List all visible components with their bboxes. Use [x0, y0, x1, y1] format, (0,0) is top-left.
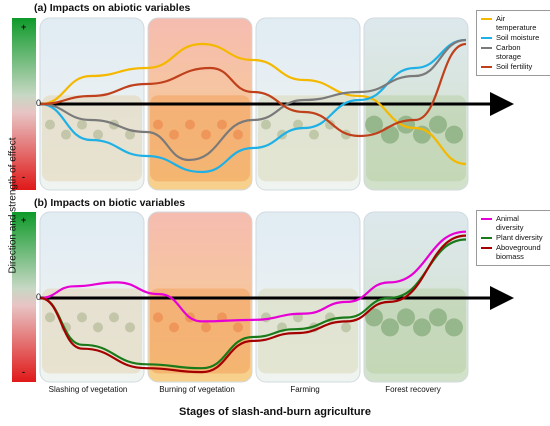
stage-plant: [233, 322, 243, 333]
legend-a-item: Soil moisture: [481, 33, 547, 42]
series-line-plant-diversity: [39, 238, 467, 370]
panel-b-minus: -: [22, 367, 25, 377]
legend-swatch: [481, 247, 492, 249]
legend-swatch: [481, 47, 492, 49]
panel-a-minus: -: [22, 172, 25, 182]
stage-plant: [169, 129, 179, 140]
stage-plant: [169, 322, 179, 333]
stage-label-slashing: Slashing of vegetation: [48, 385, 128, 394]
panel-b-plus: +: [21, 215, 27, 225]
legend-b-item: Plant diversity: [481, 233, 547, 242]
effect-gradient-bar: [12, 18, 36, 190]
stage-ground: [42, 95, 142, 182]
legend-swatch: [481, 218, 492, 220]
legend-b: Animal diversity Plant diversity Abovegr…: [476, 210, 550, 266]
stage-label-forest-recovery: Forest recovery: [385, 385, 441, 394]
legend-b-item: Animal diversity: [481, 214, 547, 232]
legend-swatch: [481, 66, 492, 68]
panel-a-zero: 0: [36, 98, 42, 108]
stage-plant: [413, 318, 431, 337]
series-line-soil-moisture: [39, 38, 467, 174]
stage-ground: [42, 288, 142, 374]
legend-swatch: [481, 237, 492, 239]
stage-plant: [445, 125, 463, 144]
series-line-air-temperature: [39, 42, 467, 166]
panel-a-title: (a) Impacts on abiotic variables: [34, 2, 191, 14]
series-line-aboveground-biomass: [39, 234, 467, 374]
legend-swatch: [481, 37, 492, 39]
stage-plant: [77, 119, 87, 130]
stage-ground: [150, 288, 250, 374]
stage-plant: [109, 312, 119, 323]
legend-a-item: Air temperature: [481, 14, 547, 32]
legend-a-item: Carbon storage: [481, 43, 547, 61]
stage-plant: [125, 129, 135, 140]
stage-plant: [93, 322, 103, 333]
stage-plant: [397, 308, 415, 327]
legend-swatch: [481, 18, 492, 20]
stage-plant: [93, 129, 103, 140]
y-axis-title: Direction and strength of effect: [7, 137, 19, 274]
stage-plant: [153, 119, 163, 130]
effect-gradient-bar: [12, 212, 36, 382]
stage-plant: [125, 322, 135, 333]
stage-label-burning: Burning of vegetation: [159, 385, 235, 394]
x-axis-title: Stages of slash-and-burn agriculture: [179, 406, 371, 418]
stage-ground: [258, 95, 358, 182]
series-line-animal-diversity: [39, 230, 467, 323]
stage-plant: [365, 308, 383, 327]
panel-a-plus: +: [21, 22, 27, 32]
stage-plant: [261, 312, 271, 323]
legend-label: Aboveground biomass: [496, 243, 541, 261]
stage-plant: [261, 119, 271, 130]
stage-plant: [45, 312, 55, 323]
legend-label: Animal diversity: [496, 214, 524, 232]
stage-plant: [217, 119, 227, 130]
stage-plant: [45, 119, 55, 130]
stage-plant: [429, 115, 447, 134]
legend-a-item: Soil fertility: [481, 62, 547, 71]
stage-plant: [61, 129, 71, 140]
stage-plant: [233, 129, 243, 140]
stage-plant: [201, 129, 211, 140]
stage-label-farming: Farming: [290, 385, 320, 394]
series-line-carbon-storage: [39, 38, 467, 162]
stage-plant: [201, 322, 211, 333]
legend-b-item: Aboveground biomass: [481, 243, 547, 261]
stage-plant: [185, 119, 195, 130]
stage-plant: [341, 322, 351, 333]
stage-plant: [365, 115, 383, 134]
stage-plant: [381, 318, 399, 337]
stage-plant: [325, 119, 335, 130]
stage-plant: [429, 308, 447, 327]
series-line-soil-fertility: [39, 42, 467, 138]
legend-label: Soil moisture: [496, 33, 540, 42]
legend-label: Air temperature: [496, 14, 537, 32]
stage-ground: [366, 288, 466, 374]
stage-plant: [381, 125, 399, 144]
stage-plant: [77, 312, 87, 323]
panel-b-title: (b) Impacts on biotic variables: [34, 197, 186, 209]
stage-plant: [445, 318, 463, 337]
legend-a: Air temperature Soil moisture Carbon sto…: [476, 10, 550, 76]
stage-ground: [150, 95, 250, 182]
legend-label: Soil fertility: [496, 62, 533, 71]
legend-label: Carbon storage: [496, 43, 522, 61]
legend-label: Plant diversity: [496, 233, 543, 242]
stage-plant: [153, 312, 163, 323]
panel-b-zero: 0: [36, 292, 42, 302]
stage-plant: [309, 129, 319, 140]
